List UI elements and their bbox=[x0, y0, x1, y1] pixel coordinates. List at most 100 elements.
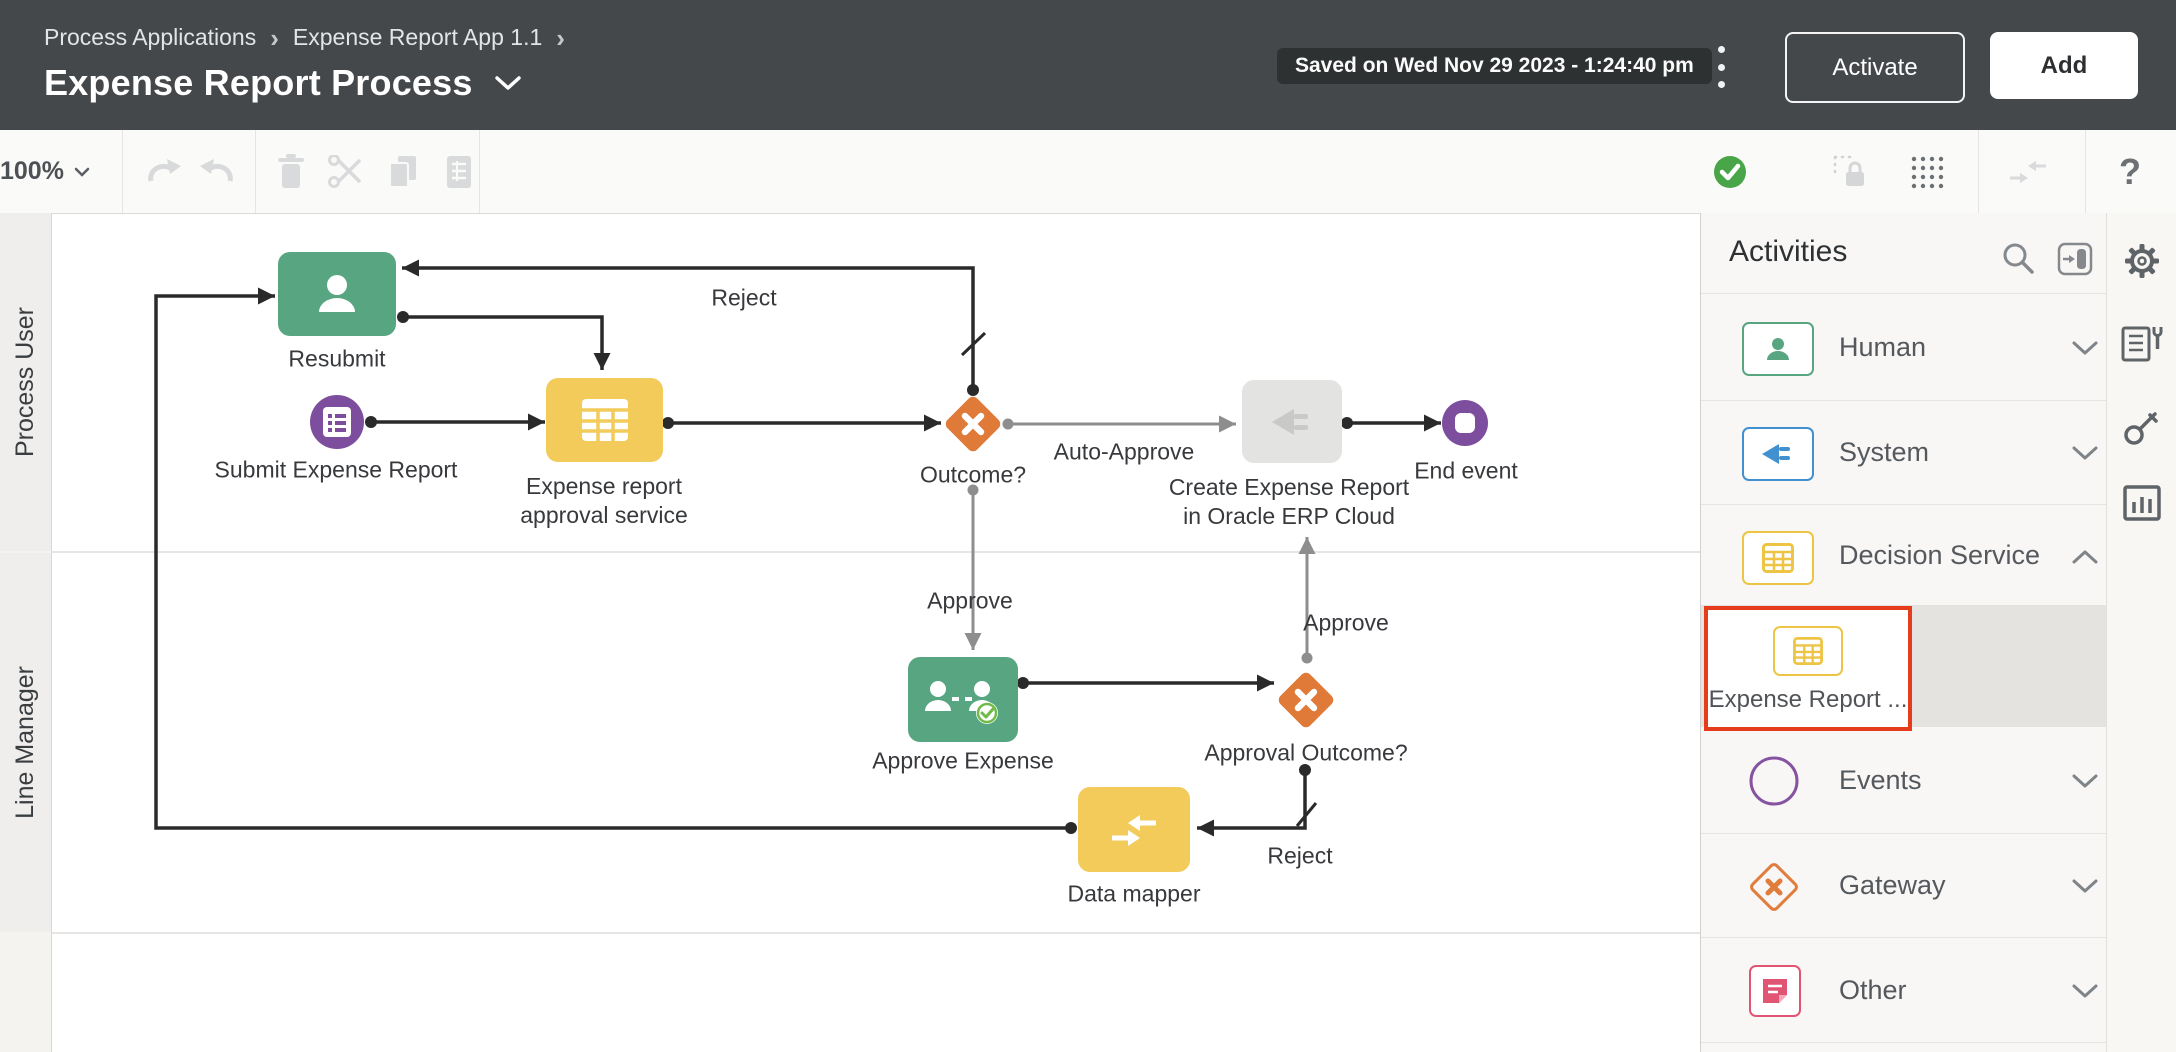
collapse-arrows-icon[interactable] bbox=[2008, 159, 2048, 185]
plug-icon bbox=[1272, 408, 1308, 435]
lane-divider bbox=[52, 932, 1700, 934]
dots-grid-icon[interactable] bbox=[1910, 155, 1944, 189]
node-label-approval-outcome: Approval Outcome? bbox=[1204, 739, 1408, 766]
cut-icon[interactable] bbox=[328, 154, 364, 189]
chevron-down-icon bbox=[2072, 774, 2098, 788]
edge-label-reject: Reject bbox=[711, 284, 777, 311]
chevron-down-icon bbox=[2072, 984, 2098, 998]
node-label-resubmit: Resubmit bbox=[288, 345, 386, 372]
node-expense-report-approval-service[interactable] bbox=[546, 378, 663, 462]
end-event-icon bbox=[1455, 413, 1475, 433]
trash-icon[interactable] bbox=[275, 153, 307, 190]
collapse-panel-icon[interactable] bbox=[2057, 241, 2093, 277]
swimlane-header-line-manager[interactable]: Line Manager bbox=[0, 553, 51, 932]
chevron-down-icon bbox=[74, 167, 90, 177]
system-activity-icon bbox=[1742, 427, 1814, 481]
breadcrumb-item-process-applications[interactable]: Process Applications bbox=[44, 24, 257, 50]
node-label-end-event: End event bbox=[1414, 457, 1518, 484]
copy-icon[interactable] bbox=[387, 154, 419, 190]
activities-panel: Activities Human System bbox=[1700, 213, 2107, 1052]
editor-toolbar: 100% bbox=[0, 130, 2176, 214]
node-label-submit-expense-report: Submit Expense Report bbox=[214, 456, 458, 483]
node-label-data-mapper: Data mapper bbox=[1067, 880, 1201, 907]
node-label-create-expense-report: Create Expense Report in Oracle ERP Clou… bbox=[1169, 473, 1409, 531]
chevron-down-icon bbox=[2072, 446, 2098, 460]
right-icon-rail bbox=[2106, 213, 2176, 1052]
search-icon[interactable] bbox=[2001, 241, 2035, 275]
help-icon[interactable]: ? bbox=[2119, 150, 2141, 192]
swimlane-label: Process User bbox=[11, 306, 39, 458]
redo-icon[interactable] bbox=[198, 155, 238, 189]
node-label-approval-service: Expense report approval service bbox=[520, 472, 687, 530]
activity-category-other[interactable]: Other bbox=[1701, 938, 2107, 1042]
paste-icon[interactable] bbox=[444, 154, 474, 190]
label-line: Create Expense Report bbox=[1168, 474, 1410, 500]
condition-marker bbox=[1295, 802, 1318, 827]
node-data-mapper[interactable] bbox=[1078, 787, 1190, 872]
palette-item-label: Expense Report ... bbox=[1708, 686, 1908, 713]
activity-category-gateway[interactable]: Gateway bbox=[1701, 834, 2107, 937]
breadcrumb: Process Applications › Expense Report Ap… bbox=[44, 24, 565, 51]
zoom-level-value: 100% bbox=[0, 157, 64, 185]
label-line: approval service bbox=[520, 502, 688, 528]
activate-button[interactable]: Activate bbox=[1785, 32, 1965, 103]
chevron-right-icon: › bbox=[556, 22, 565, 53]
approve-users-icon bbox=[925, 680, 998, 724]
category-label: Gateway bbox=[1839, 870, 1946, 900]
breadcrumb-item-app[interactable]: Expense Report App 1.1 bbox=[292, 24, 543, 50]
node-label-approve-expense: Approve Expense bbox=[872, 747, 1054, 774]
node-resubmit[interactable] bbox=[278, 252, 396, 336]
palette-item-expense-report-selected[interactable]: Expense Report ... bbox=[1704, 606, 1912, 731]
flow-resubmit-to-service[interactable] bbox=[403, 315, 611, 370]
chevron-up-icon bbox=[2072, 550, 2098, 564]
more-options-menu-icon[interactable] bbox=[1710, 46, 1732, 88]
event-circle-icon bbox=[1749, 756, 1799, 806]
other-activity-icon bbox=[1749, 965, 1801, 1017]
page-title-row: Expense Report Process bbox=[44, 62, 521, 104]
decision-table-icon bbox=[1773, 626, 1843, 676]
swimlane-header-strip: Process User Line Manager bbox=[0, 213, 52, 1052]
category-label: Human bbox=[1839, 331, 1927, 362]
person-icon bbox=[319, 275, 355, 312]
node-create-expense-report[interactable] bbox=[1242, 380, 1342, 463]
label-line: in Oracle ERP Cloud bbox=[1183, 503, 1395, 529]
node-submit-expense-report[interactable] bbox=[310, 395, 364, 449]
decision-service-activity-icon bbox=[1742, 531, 1814, 585]
lock-icon[interactable] bbox=[1832, 154, 1870, 190]
business-types-icon[interactable] bbox=[2121, 325, 2163, 363]
activity-category-human[interactable]: Human bbox=[1701, 294, 2107, 400]
swimlane-header-process-user[interactable]: Process User bbox=[0, 213, 51, 551]
activity-category-decision-service[interactable]: Decision Service bbox=[1701, 505, 2107, 605]
edge-label-reject: Reject bbox=[1267, 842, 1333, 869]
title-chevron-down-icon[interactable] bbox=[494, 75, 521, 91]
key-icon[interactable] bbox=[2123, 408, 2161, 446]
x-mark-icon bbox=[961, 412, 985, 436]
node-label-outcome: Outcome? bbox=[919, 461, 1027, 488]
add-button[interactable]: Add bbox=[1990, 32, 2138, 99]
category-label: Decision Service bbox=[1839, 539, 2041, 570]
analytics-icon[interactable] bbox=[2123, 485, 2161, 521]
top-bar bbox=[0, 0, 2176, 130]
node-approve-expense[interactable] bbox=[908, 657, 1018, 742]
node-approval-outcome-gateway[interactable] bbox=[1276, 670, 1336, 730]
gear-icon[interactable] bbox=[2124, 243, 2160, 279]
node-end-event[interactable] bbox=[1442, 400, 1488, 446]
undo-icon[interactable] bbox=[143, 155, 183, 189]
flow-reject-to-resubmit[interactable] bbox=[402, 259, 975, 390]
category-label: Events bbox=[1839, 764, 1922, 795]
activity-category-system[interactable]: System bbox=[1701, 401, 2107, 504]
x-mark-icon bbox=[1294, 688, 1318, 712]
validation-ok-icon[interactable] bbox=[1713, 155, 1747, 189]
chevron-right-icon: › bbox=[270, 22, 279, 53]
mapper-arrows-icon bbox=[1112, 814, 1156, 846]
form-icon bbox=[323, 407, 351, 437]
activity-category-events[interactable]: Events bbox=[1701, 727, 2107, 833]
zoom-level-control[interactable]: 100% bbox=[0, 130, 2176, 213]
label-line: Expense report bbox=[526, 473, 682, 499]
chevron-down-icon bbox=[2072, 341, 2098, 355]
node-outcome-gateway[interactable] bbox=[943, 394, 1003, 454]
condition-marker bbox=[960, 331, 987, 357]
edge-label-approve: Approve bbox=[927, 587, 1013, 614]
flow-reject-to-data-mapper[interactable] bbox=[1197, 770, 1307, 837]
